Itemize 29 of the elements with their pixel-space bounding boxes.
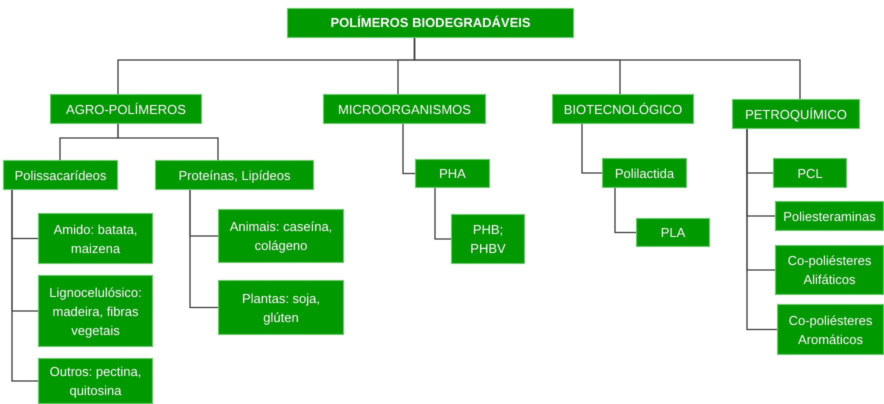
category-box: PHA bbox=[415, 159, 490, 188]
category-box: Polilactida bbox=[602, 158, 687, 188]
category-box: Proteínas, Lipídeos bbox=[155, 160, 314, 190]
connector-line bbox=[414, 38, 801, 99]
connector-line bbox=[117, 124, 219, 160]
connector-line bbox=[189, 190, 218, 308]
title-box: POLÍMEROS BIODEGRADÁVEIS bbox=[287, 8, 574, 38]
connector-line bbox=[11, 190, 38, 382]
connector-line bbox=[434, 188, 451, 240]
connector-line bbox=[402, 124, 415, 174]
category-box: MICROORGANISMOS bbox=[323, 94, 486, 124]
category-box: Amido: batata, maizena bbox=[38, 213, 153, 264]
category-box: Plantas: soja, glúten bbox=[218, 280, 344, 335]
connector-line bbox=[746, 129, 777, 330]
category-box: PLA bbox=[636, 218, 710, 247]
category-box: Co-poliésteres Alifáticos bbox=[775, 245, 884, 295]
category-box: Animais: caseína, colágeno bbox=[218, 209, 344, 263]
category-box: Outros: pectina, quitosina bbox=[38, 358, 153, 404]
category-box: PHB; PHBV bbox=[451, 214, 525, 264]
category-box: Lignocelulósico: madeira, fibras vegetais bbox=[38, 275, 153, 347]
connector-line bbox=[581, 124, 602, 174]
category-box: AGRO-POLÍMEROS bbox=[50, 94, 202, 124]
category-box: Co-poliésteres Aromáticos bbox=[777, 304, 884, 355]
category-box: Poliesteraminas bbox=[775, 201, 884, 231]
category-box: PCL bbox=[773, 158, 847, 188]
category-box: PETROQUÍMICO bbox=[732, 99, 860, 129]
category-box: BIOTECNOLÓGICO bbox=[552, 94, 694, 124]
connector-line bbox=[614, 188, 636, 234]
category-box: Polissacarídeos bbox=[3, 160, 118, 190]
